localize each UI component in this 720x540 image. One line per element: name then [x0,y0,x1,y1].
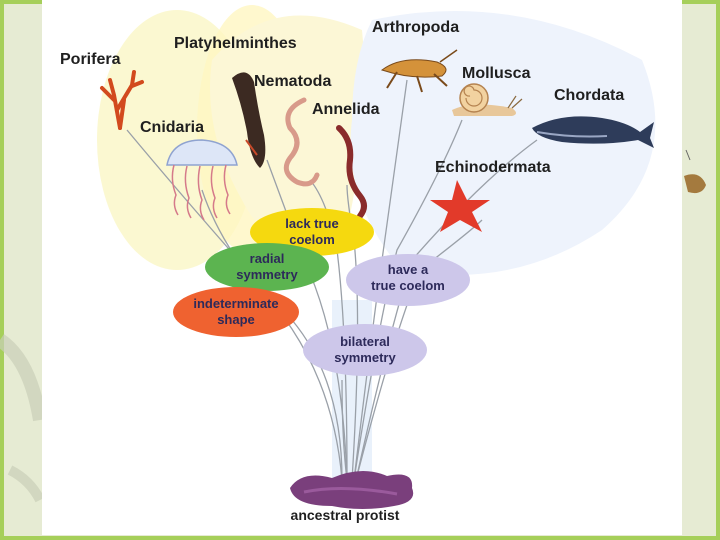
segmented-worm-icon [336,125,367,219]
label-chordata: Chordata [554,87,624,104]
trait-label-radial-symmetry-line2: symmetry [236,267,298,282]
label-mollusca: Mollusca [462,65,531,82]
trait-indeterminate-shape [173,287,299,337]
starfish-icon [430,180,490,232]
protist-icon [290,470,414,509]
trait-label-lack-true-coelom-line2: coelom [289,232,335,247]
label-cnidaria: Cnidaria [140,119,204,136]
trait-label-have-true-coelom-line1: have a [388,262,429,277]
trait-label-indeterminate-shape-line2: shape [217,312,255,327]
label-arthropoda: Arthropoda [372,19,459,36]
trait-bilateral-symmetry [303,324,427,376]
trait-label-radial-symmetry-line1: radial [250,251,285,266]
whale-icon [532,116,654,148]
trait-have-true-coelom [346,254,470,306]
trait-label-bilateral-symmetry-line2: symmetry [334,350,396,365]
trait-label-have-true-coelom-line2: true coelom [371,278,445,293]
diagram-panel: lack true coelom radial symmetry have a … [42,0,682,535]
flatworm-icon [232,72,266,168]
label-platyhelminthes: Platyhelminthes [174,35,297,52]
trait-label-indeterminate-shape-line1: indeterminate [193,296,278,311]
jellyfish-icon [166,139,238,221]
trait-label-lack-true-coelom-line1: lack true [285,216,338,231]
label-annelida: Annelida [312,101,380,118]
label-nematoda: Nematoda [254,73,331,90]
roundworm-icon [283,97,320,187]
trait-radial-symmetry [205,243,329,291]
label-ancestral-protist: ancestral protist [291,507,400,523]
label-echinodermata: Echinodermata [435,159,551,176]
sponge-icon [100,70,144,130]
trait-label-bilateral-symmetry-line1: bilateral [340,334,390,349]
grasshopper-icon [380,49,458,93]
snail-icon [452,83,523,116]
label-porifera: Porifera [60,51,121,68]
phylogenetic-tree: lack true coelom radial symmetry have a … [60,5,656,523]
